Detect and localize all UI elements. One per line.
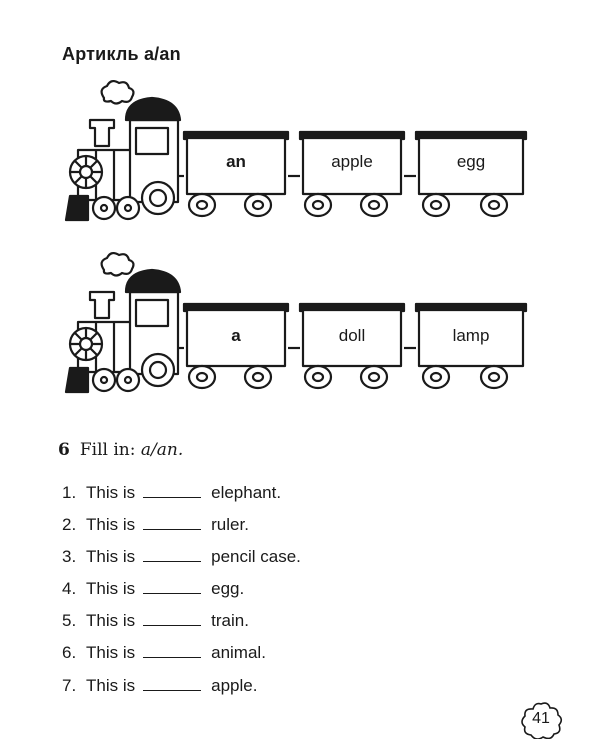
answer-blank[interactable] [143,642,202,658]
item-word: ruler. [211,515,249,534]
item-prefix: This is [86,515,136,534]
exercise-number: 6 [58,440,70,460]
item-prefix: This is [86,643,136,662]
exercise-item: 5. This is train. [62,610,249,634]
wagon-word: apple [331,152,373,171]
item-prefix: This is [86,611,136,630]
item-number: 3. [62,547,77,566]
exercise-item: 4. This is egg. [62,578,244,602]
exercise-item: 3. This is pencil case. [62,546,301,570]
page-number-badge: 41 [519,701,563,740]
item-word: elephant. [211,483,282,502]
item-word: train. [211,611,249,630]
item-number: 1. [62,483,77,502]
item-prefix: This is [86,676,136,695]
train-an: an apple egg [0,80,600,240]
answer-blank[interactable] [143,610,202,626]
locomotive-illustration [64,252,528,394]
item-number: 6. [62,643,77,662]
item-number: 5. [62,611,77,630]
item-prefix: This is [86,579,136,598]
item-word: animal. [211,643,266,662]
wagon-word: doll [338,326,366,345]
item-word: apple. [211,676,258,695]
page-number: 41 [532,710,550,727]
item-word: egg. [211,579,245,598]
flower-badge-icon [521,702,563,740]
wagon-word: a [231,326,241,345]
wagon-word: lamp [452,326,490,345]
exercise-item: 7. This is apple. [62,675,257,699]
item-number: 2. [62,515,77,534]
item-number: 7. [62,676,77,695]
page-title: Артикль a/an [62,44,181,64]
answer-blank[interactable] [143,514,202,530]
answer-blank[interactable] [143,578,202,594]
exercise-heading: 6 Fill in: a/an. [58,440,183,460]
exercise-instruction: Fill in: [79,440,141,460]
wagon-word: egg [456,152,486,171]
answer-blank[interactable] [143,675,202,691]
wagon-word: an [226,152,246,171]
item-prefix: This is [86,483,136,502]
answer-blank[interactable] [143,546,202,562]
item-number: 4. [62,579,77,598]
locomotive-illustration [64,80,528,222]
exercise-item: 2. This is ruler. [62,514,249,538]
exercise-item: 6. This is animal. [62,642,266,666]
exercise-instruction-italic: a/an. [140,440,184,460]
exercise-item: 1. This is elephant. [62,482,281,506]
item-word: pencil case. [211,547,301,566]
answer-blank[interactable] [143,482,202,498]
item-prefix: This is [86,547,136,566]
train-a: a doll lamp [0,252,600,412]
